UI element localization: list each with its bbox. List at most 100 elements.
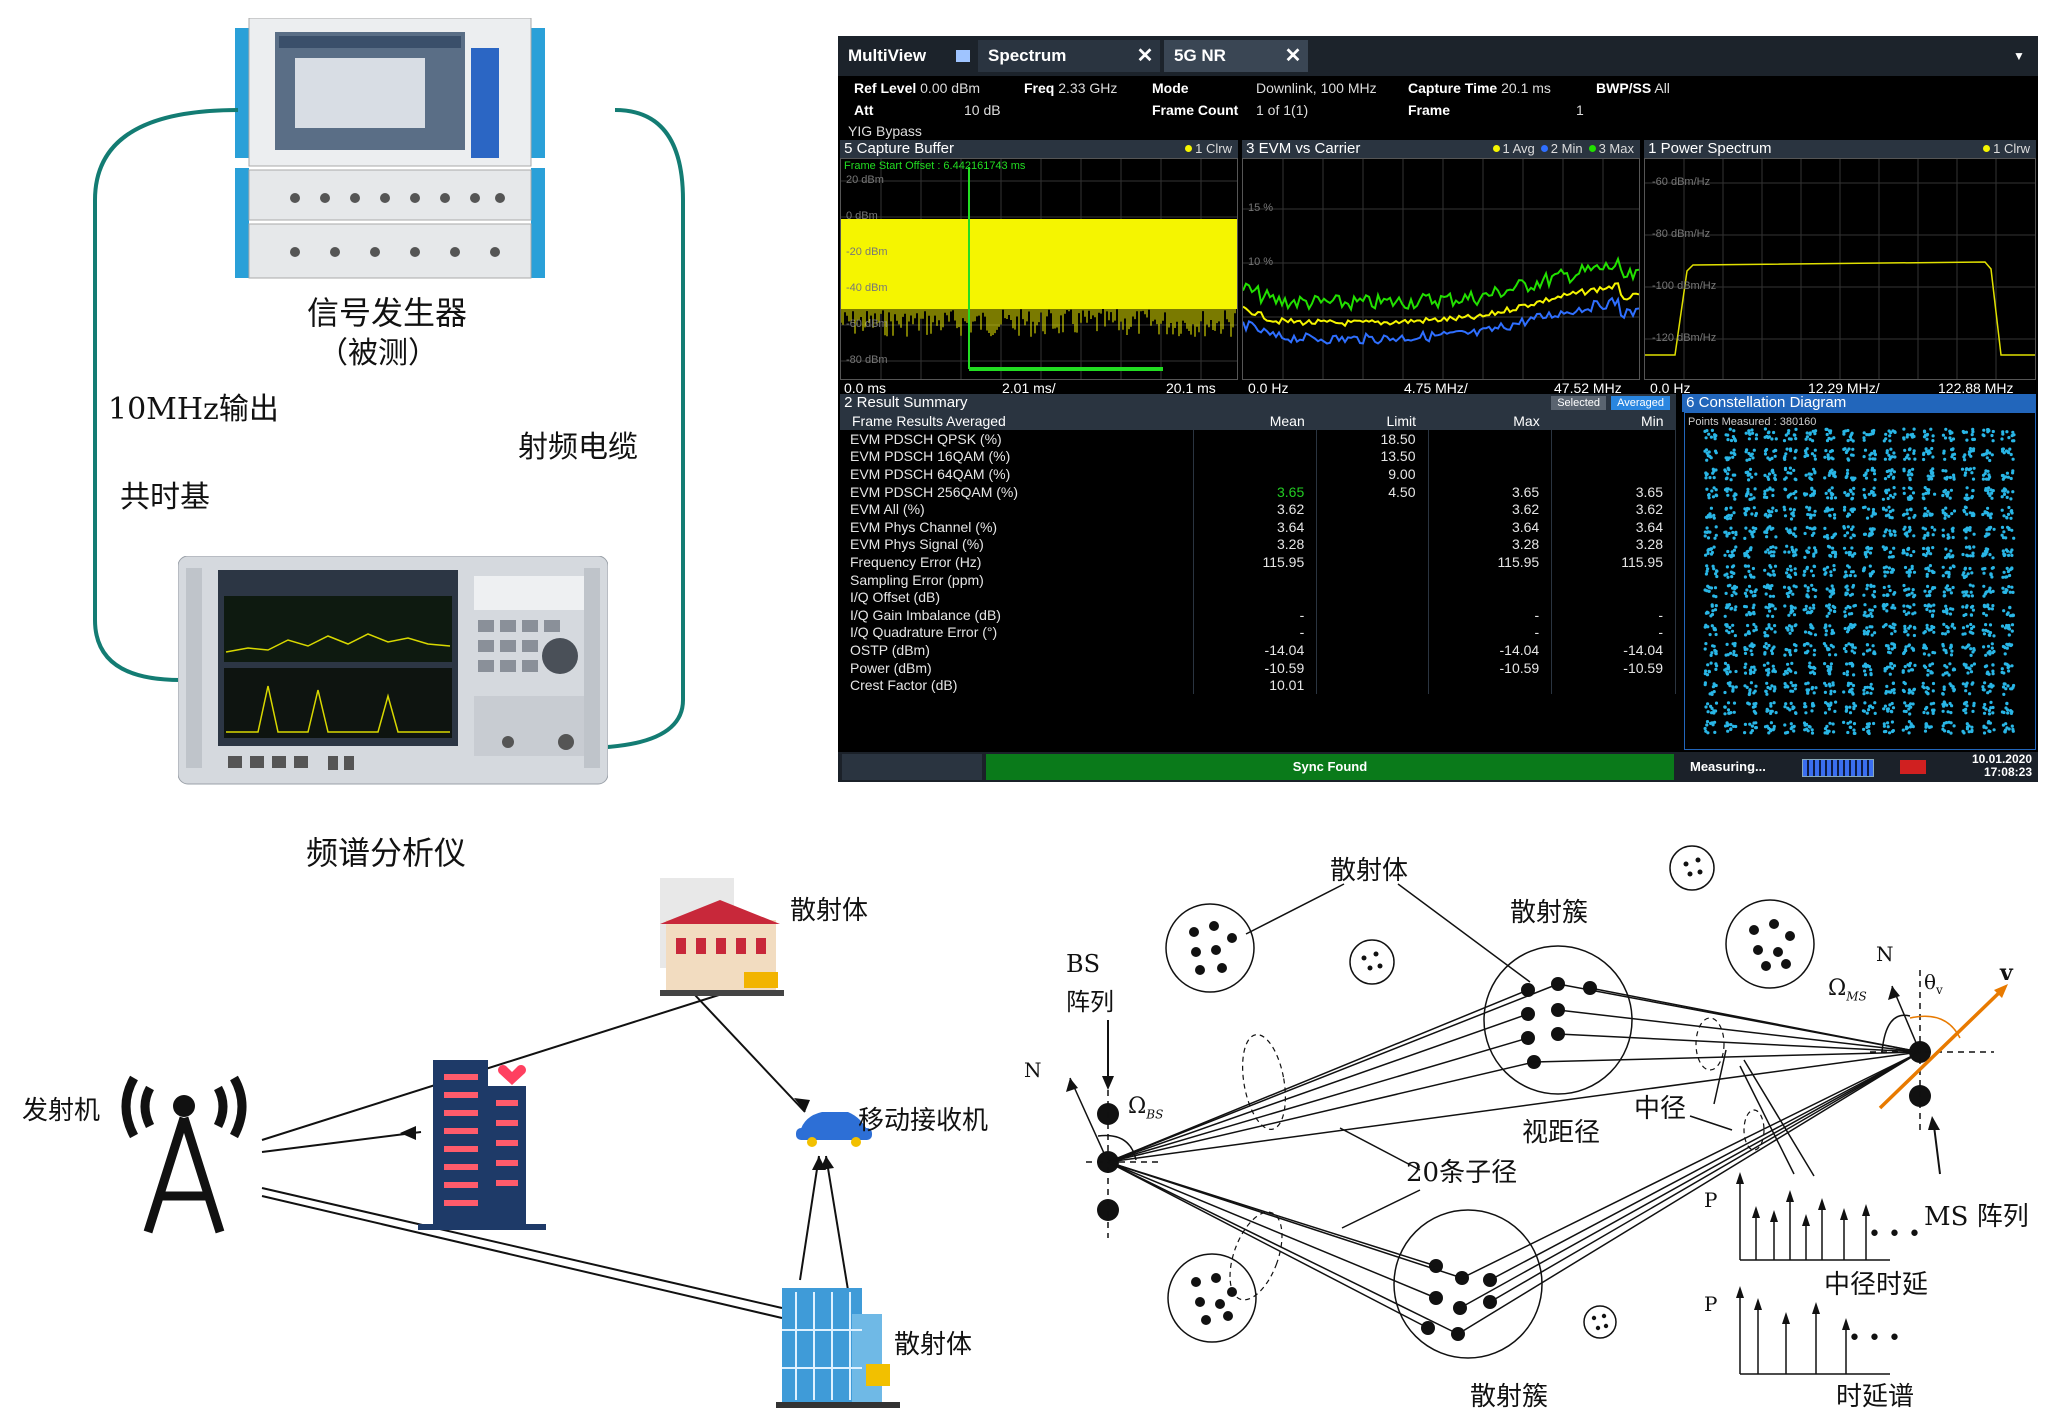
constellation-point <box>1844 570 1848 574</box>
tab-5g-nr[interactable]: 5G NR <box>1164 40 1286 72</box>
constellation-point <box>1704 669 1708 673</box>
constellation-point <box>1712 690 1716 694</box>
constellation-point <box>2003 682 2007 686</box>
constellation-point <box>1926 673 1930 677</box>
constellation-point <box>1729 711 1733 715</box>
constellation-point <box>1853 623 1857 627</box>
constellation-point <box>1786 706 1790 710</box>
constellation-point <box>1712 513 1716 517</box>
constellation-point <box>1892 664 1897 668</box>
constellation-point <box>1768 605 1772 609</box>
chevron-down-icon[interactable]: ▼ <box>2013 49 2025 63</box>
omega-ms-symbol: Ω <box>1828 976 1847 1001</box>
constellation-point <box>1862 613 1866 617</box>
table-cell <box>1316 658 1429 677</box>
constellation-point <box>1794 490 1798 494</box>
constellation-point <box>1991 556 1995 560</box>
constellation-point <box>1907 457 1911 461</box>
constellation-point <box>1912 550 1916 554</box>
evm-x-start: 0.0 Hz <box>1248 380 1289 396</box>
constellation-point <box>1865 649 1869 653</box>
constellation-point <box>1743 651 1748 655</box>
constellation-point <box>1988 458 1992 463</box>
constellation-point <box>1772 573 1776 577</box>
constellation-point <box>1751 645 1755 649</box>
constellation-point <box>1813 457 1817 461</box>
constellation-point <box>1903 624 1907 628</box>
ms-array-label: MS 阵列 <box>1924 1202 2029 1232</box>
constellation-point <box>1747 555 1751 559</box>
constellation-point <box>1885 469 1889 474</box>
constellation-point <box>1765 530 1769 535</box>
constellation-point <box>1968 554 1973 558</box>
constellation-point <box>1922 652 1926 656</box>
theta-v-symbol: θ <box>1924 970 1937 994</box>
constellation-point <box>1950 512 1954 516</box>
table-cell <box>1551 676 1676 694</box>
constellation-point <box>1712 682 1716 686</box>
close-spectrum-icon[interactable]: ✕ <box>1130 40 1160 72</box>
constellation-point <box>1865 583 1869 587</box>
selected-toggle[interactable]: Selected <box>1551 396 1606 410</box>
constellation-point <box>1842 508 1847 512</box>
constellation-point <box>1810 709 1814 713</box>
constellation-point <box>1886 644 1890 648</box>
status-left-dropdown[interactable] <box>842 754 982 780</box>
constellation-point <box>1862 593 1866 597</box>
constellation-point <box>2006 549 2010 553</box>
constellation-point <box>1803 630 1808 634</box>
constellation-point <box>1881 545 1885 549</box>
constellation-point <box>1864 476 1869 480</box>
constellation-point <box>1729 488 1733 492</box>
constellation-point <box>2002 530 2006 534</box>
constellation-point <box>1787 573 1791 577</box>
table-cell: -14.04 <box>1193 641 1318 659</box>
constellation-point <box>1749 573 1753 578</box>
constellation-point <box>1847 458 1851 462</box>
constellation-point <box>1734 669 1738 674</box>
mid-path-delay-label: 中径时延 <box>1824 1270 1929 1300</box>
constellation-point <box>1842 447 1846 451</box>
constellation-point <box>1931 533 1935 537</box>
constellation-point <box>1705 564 1709 568</box>
constellation-point <box>1772 550 1776 554</box>
close-5g-nr-icon[interactable]: ✕ <box>1278 40 1308 72</box>
constellation-point <box>1943 476 1947 480</box>
constellation-point <box>1947 720 1951 724</box>
constellation-point <box>1842 720 1846 724</box>
constellation-point <box>1970 725 1974 729</box>
constellation-point <box>1845 493 1849 497</box>
constellation-point <box>1768 594 1772 598</box>
tab-spectrum[interactable]: Spectrum <box>978 40 1138 72</box>
constellation-point <box>1952 475 1956 479</box>
constellation-point <box>1729 438 1734 443</box>
constellation-point <box>1772 554 1776 558</box>
constellation-point <box>1729 723 1733 727</box>
constellation-point <box>1912 451 1916 455</box>
constellation-point <box>1746 623 1750 628</box>
averaged-toggle[interactable]: Averaged <box>1611 396 1670 410</box>
grid-label: -120 dBm/Hz <box>1652 332 1717 344</box>
tab-multiview[interactable]: MultiView <box>838 40 978 72</box>
constellation-point <box>1729 478 1733 482</box>
constellation-point <box>1803 555 1807 559</box>
constellation-point <box>2007 436 2011 440</box>
table-cell: Frequency Error (Hz) <box>840 553 1194 571</box>
constellation-point <box>1833 475 1837 479</box>
table-cell: 3.62 <box>1193 500 1318 518</box>
constellation-point <box>2009 476 2013 481</box>
constellation-point <box>1763 452 1768 456</box>
ref-level-key: Ref Level <box>854 80 917 96</box>
constellation-point <box>1842 690 1846 694</box>
status-date: 10.01.2020 <box>1971 752 2032 766</box>
constellation-point <box>1971 709 1975 713</box>
table-row: I/Q Gain Imbalance (dB)--- <box>840 605 1676 624</box>
constellation-point <box>1808 431 1812 435</box>
constellation-point <box>1733 452 1737 457</box>
constellation-point <box>1947 570 1951 575</box>
constellation-point <box>1828 589 1832 593</box>
constellation-point <box>1950 431 1954 435</box>
spectrum-x-end: 122.88 MHz <box>1938 380 2014 396</box>
constellation-point <box>1705 458 1709 462</box>
constellation-point <box>1710 651 1714 655</box>
